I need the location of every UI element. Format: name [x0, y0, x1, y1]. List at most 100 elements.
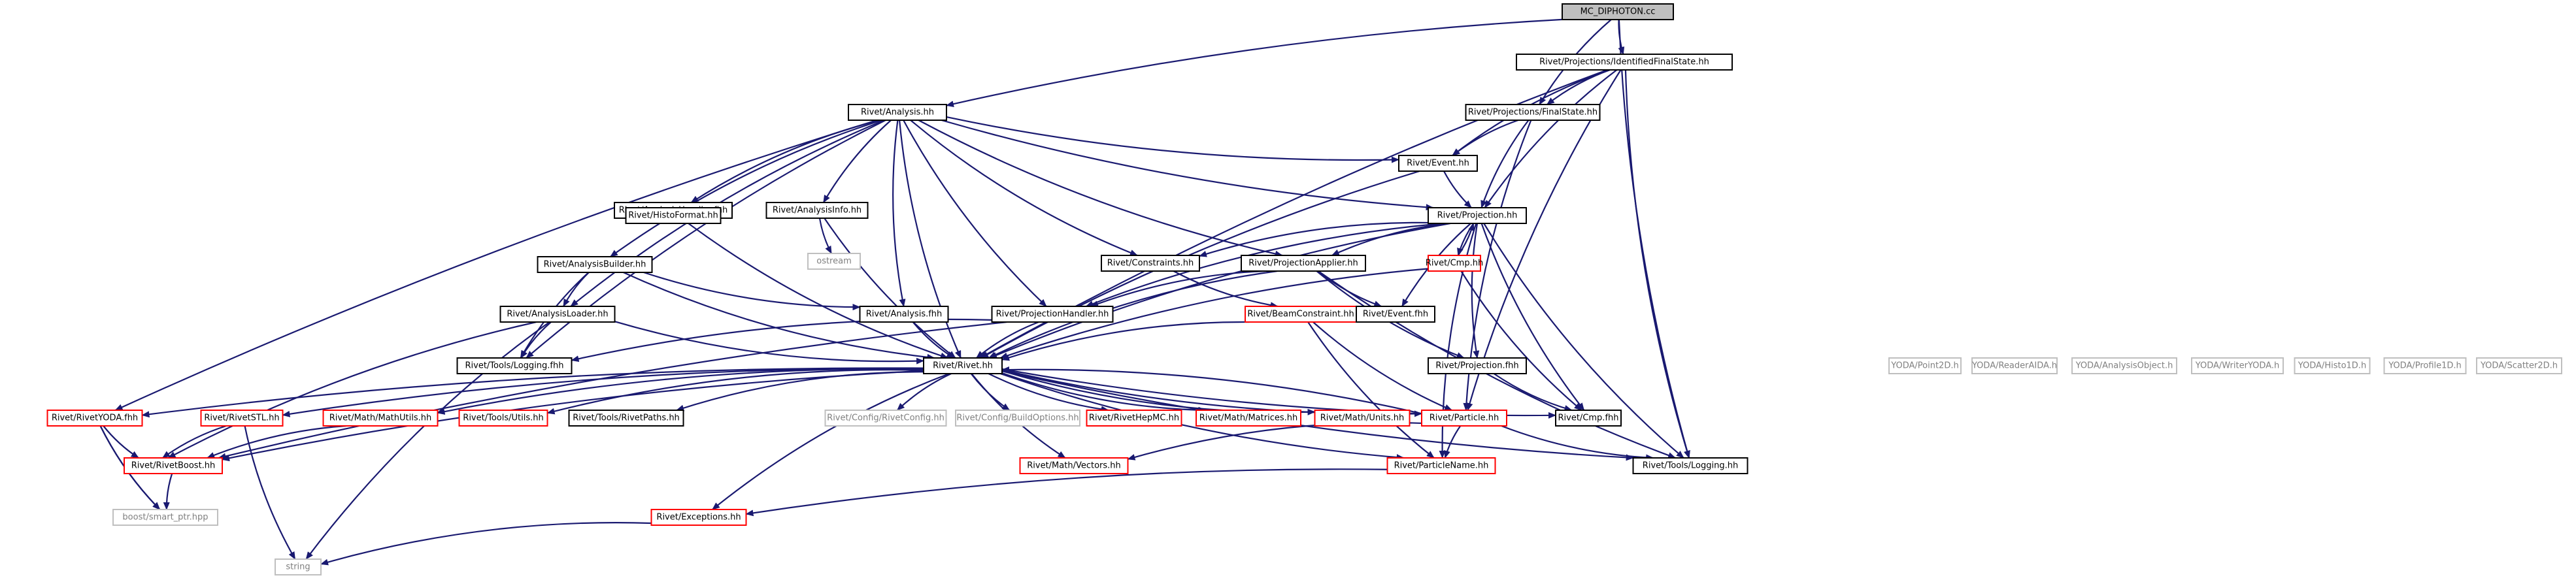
node-box [2476, 357, 2562, 374]
node-box [1632, 457, 1748, 474]
node-rivet-event-hh[interactable]: Rivet/Event.hh [1398, 155, 1478, 172]
node-box [955, 410, 1080, 427]
node-label: Rivet/Projection.hh [1437, 211, 1518, 221]
node-yoda-histo1d-h[interactable]: YODA/Histo1D.h [2294, 357, 2371, 374]
node-rivet-projection-fhh[interactable]: Rivet/Projection.fhh [1428, 357, 1527, 374]
edge-histo-to-rivet [688, 223, 948, 359]
node-label: Rivet/Cmp.hh [1426, 259, 1483, 268]
node-box [275, 558, 322, 575]
edge-rivet-to-mathutils [437, 368, 924, 415]
node-label: Rivet/Constraints.hh [1107, 259, 1194, 268]
node-rivet-tools-rivetpaths-hh[interactable]: Rivet/Tools/RivetPaths.hh [568, 410, 684, 427]
node-rivet-cmp-fhh[interactable]: Rivet/Cmp.fhh [1555, 410, 1622, 427]
node-box [1428, 357, 1527, 374]
node-box [1516, 54, 1733, 71]
node-box [1019, 457, 1129, 474]
node-rivet-rivetyoda-fhh[interactable]: Rivet/RivetYODA.fhh [46, 410, 143, 427]
edge-particle-to-rivet [1001, 366, 1422, 415]
node-label: ostream [816, 257, 852, 267]
node-rivet-rivethepmc-hh[interactable]: Rivet/RivetHepMC.hh [1086, 410, 1182, 427]
node-rivet-projections-identifiedfinalstate-hh[interactable]: Rivet/Projections/IdentifiedFinalState.h… [1516, 54, 1733, 71]
node-box [1421, 410, 1507, 427]
edge-ana-to-constraints [910, 120, 1138, 257]
edge-rivet-to-hepmc [988, 373, 1109, 413]
node-label: Rivet/Projections/FinalState.hh [1468, 108, 1597, 118]
node-ostream[interactable]: ostream [807, 253, 861, 270]
node-rivet-projectionapplier-hh[interactable]: Rivet/ProjectionApplier.hh [1241, 255, 1366, 272]
edge-rivet-to-tlog_hh [1001, 370, 1634, 461]
node-rivet-analysisbuilder-hh[interactable]: Rivet/AnalysisBuilder.hh [537, 256, 653, 273]
node-rivet-tools-logging-fhh[interactable]: Rivet/Tools/Logging.fhh [456, 357, 573, 374]
node-rivet-math-matrices-hh[interactable]: Rivet/Math/Matrices.hh [1196, 410, 1301, 427]
node-rivet-histoformat-hh[interactable]: Rivet/HistoFormat.hh [625, 207, 722, 224]
node-rivet-analysisloader-hh[interactable]: Rivet/AnalysisLoader.hh [499, 306, 616, 323]
node-label: Rivet/ProjectionHandler.hh [996, 310, 1109, 319]
edge-constraints-to-beam [1173, 270, 1279, 309]
node-box [200, 410, 284, 427]
node-yoda-readeraida-h[interactable]: YODA/ReaderAIDA.h [1971, 357, 2058, 374]
node-rivet-exceptions-hh[interactable]: Rivet/Exceptions.hh [650, 509, 747, 526]
node-rivet-config-buildoptions-hh[interactable]: Rivet/Config/BuildOptions.hh [955, 410, 1080, 427]
node-rivet-rivetboost-hh[interactable]: Rivet/RivetBoost.hh [124, 457, 223, 474]
edge-ana-to-abuilder [610, 119, 882, 257]
node-label: YODA/Profile1D.h [2388, 361, 2462, 371]
node-rivet-constraints-hh[interactable]: Rivet/Constraints.hh [1101, 255, 1200, 272]
node-boost-smart-ptr-hpp[interactable]: boost/smart_ptr.hpp [112, 509, 218, 526]
node-rivet-math-units-hh[interactable]: Rivet/Math/Units.hh [1314, 410, 1411, 427]
edge-papplier-to-tlog_hh [1318, 270, 1677, 459]
node-label: Rivet/AnalysisLoader.hh [507, 310, 608, 319]
node-box [807, 253, 861, 270]
node-label: Rivet/RivetYODA.fhh [52, 413, 138, 423]
edge-particle-to-vectors [1127, 421, 1422, 461]
edge-ifs-to-tlog_hh [1624, 69, 1690, 459]
node-rivet-analysis-hh[interactable]: Rivet/Analysis.hh [848, 104, 947, 121]
node-box [568, 410, 684, 427]
edge-pname-to-exceptions [745, 468, 1388, 517]
node-box [1888, 357, 1962, 374]
node-mc-diphoton-cc[interactable]: MC_DIPHOTON.cc [1562, 3, 1674, 20]
edge-aloader-to-rivet [614, 321, 924, 364]
edge-fs-to-event [1452, 119, 1519, 156]
edge-proj-to-phandler [1085, 222, 1444, 308]
edge-proj-to-tlog_hh [1483, 223, 1684, 459]
edge-papplier-to-rivet [988, 270, 1278, 359]
node-rivet-analysis-fhh[interactable]: Rivet/Analysis.fhh [859, 306, 949, 323]
node-rivet-projectionhandler-hh[interactable]: Rivet/ProjectionHandler.hh [991, 306, 1114, 323]
node-rivet-analysisinfo-hh[interactable]: Rivet/AnalysisInfo.hh [765, 202, 869, 219]
node-rivet-rivet-hh[interactable]: Rivet/Rivet.hh [923, 357, 1003, 374]
node-yoda-point2d-h[interactable]: YODA/Point2D.h [1888, 357, 1962, 374]
node-box [824, 410, 947, 427]
edge-aloader-to-string [305, 321, 550, 560]
node-yoda-scatter2d-h[interactable]: YODA/Scatter2D.h [2476, 357, 2562, 374]
edge-rivet-to-boost [222, 370, 924, 462]
node-yoda-analysisobject-h[interactable]: YODA/AnalysisObject.h [2071, 357, 2177, 374]
node-label: Rivet/Tools/Logging.hh [1643, 461, 1738, 471]
edge-ana-to-papplier [918, 120, 1283, 257]
node-label: Rivet/AnalysisInfo.hh [773, 206, 861, 216]
node-yoda-writeryoda-h[interactable]: YODA/WriterYODA.h [2191, 357, 2284, 374]
node-label: Rivet/Exceptions.hh [656, 513, 741, 523]
node-rivet-tools-utils-hh[interactable]: Rivet/Tools/Utils.hh [458, 410, 548, 427]
node-rivet-particle-hh[interactable]: Rivet/Particle.hh [1421, 410, 1507, 427]
node-rivet-rivetstl-hh[interactable]: Rivet/RivetSTL.hh [200, 410, 284, 427]
node-rivet-projection-hh[interactable]: Rivet/Projection.hh [1428, 207, 1527, 224]
edge-beam-to-pname [1307, 321, 1435, 459]
node-rivet-event-fhh[interactable]: Rivet/Event.fhh [1356, 306, 1435, 323]
node-box [124, 457, 223, 474]
node-string[interactable]: string [275, 558, 322, 575]
node-label: Rivet/Tools/Utils.hh [463, 413, 543, 423]
node-rivet-beamconstraint-hh[interactable]: Rivet/BeamConstraint.hh [1245, 306, 1357, 323]
edge-ana-to-rivet [898, 120, 962, 359]
node-rivet-math-mathutils-hh[interactable]: Rivet/Math/MathUtils.hh [322, 410, 439, 427]
node-box [991, 306, 1114, 323]
node-rivet-projections-finalstate-hh[interactable]: Rivet/Projections/FinalState.hh [1465, 104, 1601, 121]
node-label: string [286, 562, 310, 572]
node-rivet-math-vectors-hh[interactable]: Rivet/Math/Vectors.hh [1019, 457, 1129, 474]
node-rivet-config-rivetconfig-hh[interactable]: Rivet/Config/RivetConfig.hh [824, 410, 947, 427]
edge-ana-to-ryoda_root [114, 119, 877, 412]
node-label: Rivet/RivetSTL.hh [204, 413, 279, 423]
node-yoda-profile1d-h[interactable]: YODA/Profile1D.h [2383, 357, 2467, 374]
node-rivet-tools-logging-hh[interactable]: Rivet/Tools/Logging.hh [1632, 457, 1748, 474]
node-rivet-particlename-hh[interactable]: Rivet/ParticleName.hh [1386, 457, 1496, 474]
node-rivet-cmp-hh[interactable]: Rivet/Cmp.hh [1426, 255, 1483, 272]
